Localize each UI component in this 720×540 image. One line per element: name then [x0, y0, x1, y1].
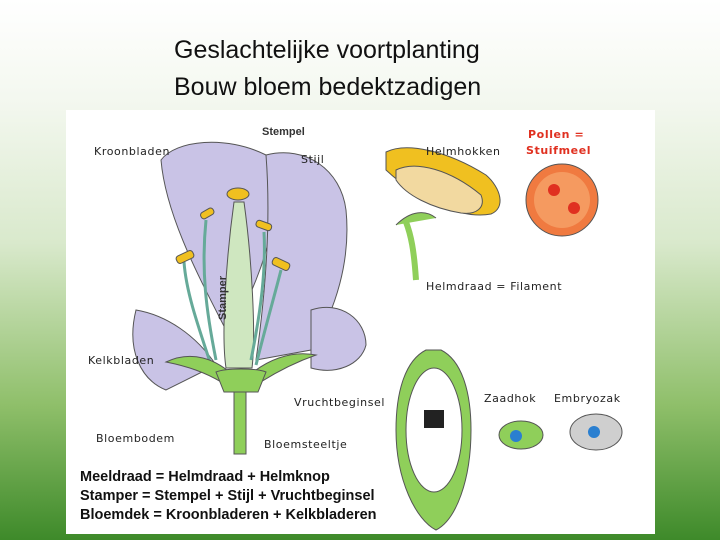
label-kroonbladen: Kroonbladen [94, 145, 170, 158]
pistil [223, 187, 255, 369]
label-stuifmeel: Stuifmeel [526, 144, 591, 157]
formula-bloemdek: Bloemdek = Kroonbladeren + Kelkbladeren [80, 507, 377, 523]
label-embryozak: Embryozak [554, 392, 621, 405]
stamens [175, 207, 291, 366]
formula-stamper: Stamper = Stempel + Stijl + Vruchtbegins… [80, 488, 375, 504]
formula-meeldraad: Meeldraad = Helmdraad + Helmknop [80, 469, 330, 485]
label-bloembodem: Bloembodem [96, 432, 175, 445]
label-vruchtbeginsel: Vruchtbeginsel [294, 396, 385, 409]
ovary-closeup [395, 349, 472, 531]
anther-closeup [385, 147, 501, 281]
sepals [164, 353, 318, 455]
slide-title: Geslachtelijke voortplanting Bouw bloem … [174, 32, 594, 106]
embryo-sac-closeup [498, 413, 623, 451]
flower-diagram-panel: Stamper [66, 110, 655, 534]
label-pollen: Pollen = [528, 128, 584, 141]
flower-diagram: Stamper [88, 126, 623, 531]
label-stempel: Stempel [262, 126, 305, 138]
label-bloemsteeltje: Bloemsteeltje [264, 438, 347, 451]
pollen-grain [525, 163, 599, 237]
label-zaadhok: Zaadhok [484, 392, 536, 405]
title-line-1: Geslachtelijke voortplanting [174, 36, 480, 64]
label-stijl: Stijl [301, 153, 324, 166]
title-line-2: Bouw bloem bedektzadigen [174, 73, 482, 101]
label-kelkbladen: Kelkbladen [88, 354, 154, 367]
label-helmdraad: Helmdraad = Filament [426, 280, 562, 293]
label-helmhokken: Helmhokken [426, 145, 501, 158]
label-stamper: Stamper [217, 275, 229, 320]
